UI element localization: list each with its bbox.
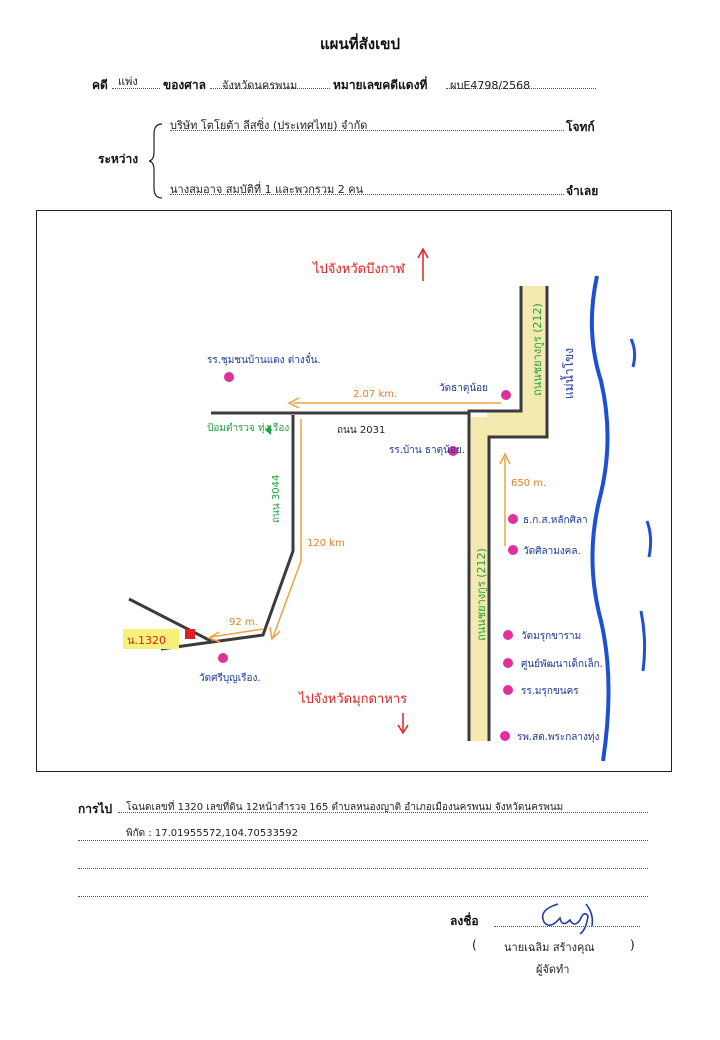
defendant-name: นางสมอาจ สมบัติที่ 1 และพวกรวม 2 คน xyxy=(170,183,364,196)
river-line xyxy=(589,275,611,762)
label-bank: ธ.ก.ส.หลักศิลา xyxy=(523,515,588,526)
arrow-120 xyxy=(272,419,302,638)
highway-west-edge xyxy=(467,286,523,741)
label-center: ศูนย์พัฒนาเด็กเล็ก. xyxy=(521,656,603,670)
signature-close-paren: ) xyxy=(630,938,635,952)
party-brace xyxy=(148,123,163,199)
dist-120: 120 km xyxy=(307,538,345,549)
label-temple-mid: วัดศิลามงคล. xyxy=(523,546,581,557)
directions-line-1: โฉนดเลขที่ 1320 เลขที่ดิน 12หน้าสำรวจ 16… xyxy=(126,802,564,813)
direction-top: ไปจังหวัดบึงกาฬ xyxy=(312,261,406,277)
label-temple-top: วัดธาตุน้อย xyxy=(439,382,488,394)
arrow-120-head xyxy=(269,626,281,641)
highway-east-edge xyxy=(487,286,549,741)
court-label: ของศาล xyxy=(163,78,206,92)
signature-label: ลงชื่อ xyxy=(450,914,479,928)
signature-role: ผู้จัดทำ xyxy=(536,963,570,976)
wave-2 xyxy=(645,520,653,558)
plaintiff-name: บริษัท โตโยต้า ลีสซิ่ง (ประเทศไทย) จำกัด xyxy=(170,119,368,132)
signature-name: นายเฉลิม สร้างคุณ xyxy=(504,941,595,954)
dotted-line-2 xyxy=(78,840,648,841)
dot-school-mid xyxy=(448,446,458,456)
defendant-line xyxy=(170,194,564,195)
dot-bank xyxy=(508,514,518,524)
case-type-line xyxy=(112,88,160,89)
case-type: แพ่ง xyxy=(118,75,138,88)
local-road xyxy=(160,415,295,651)
highway-label-top: ถนนชยางกูร (212) xyxy=(531,303,544,396)
label-school-top: รร.ชุมชนบ้านแดง ต่างจั๋น. xyxy=(207,352,321,366)
directions-label: การไป xyxy=(78,802,113,816)
arrow-92 xyxy=(210,628,264,638)
case-label: คดี xyxy=(92,78,108,92)
red-number-line xyxy=(446,88,596,89)
dist-207: 2.07 km. xyxy=(353,389,397,400)
plot-marker xyxy=(185,629,195,639)
defendant-role: จำเลย xyxy=(566,184,599,198)
dist-92: 92 m. xyxy=(229,617,258,628)
direction-top-arrow-head xyxy=(417,247,429,259)
arrow-92-head xyxy=(207,631,221,643)
label-market: ป้อมตำรวจ ทุ่งเรือง xyxy=(207,422,289,434)
dist-650: 650 m. xyxy=(511,478,546,489)
plot-highlight xyxy=(123,629,179,649)
dotted-line-4 xyxy=(78,896,648,897)
signature-open-paren: ( xyxy=(472,938,477,952)
directions-line-2: พิกัด : 17.01955572,104.70533592 xyxy=(126,828,299,839)
wave-3 xyxy=(639,610,647,672)
dot-school-2 xyxy=(503,685,513,695)
direction-bottom: ไปจังหวัดมุกดาหาร xyxy=(298,691,407,707)
dot-hospital xyxy=(500,731,510,741)
road-2031-label: ถนน 2031 xyxy=(337,425,385,436)
plaintiff-line xyxy=(170,130,564,131)
dot-temple-2 xyxy=(503,630,513,640)
map-frame: แม่น้ำโขง ถนนชยางกูร (212) ถนนชยางกูร (2… xyxy=(36,210,672,772)
direction-bottom-arrow-head xyxy=(397,724,409,735)
label-temple-bottom: วัดศรีบุญเรือง. xyxy=(199,672,261,684)
dot-school-top xyxy=(224,372,234,382)
arrow-207-head xyxy=(287,397,300,409)
court-name: จังหวัดนครพนม xyxy=(222,79,298,92)
dot-temple-mid xyxy=(508,545,518,555)
dot-temple-top xyxy=(501,390,511,400)
dotted-line-3 xyxy=(78,868,648,869)
river-label: แม่น้ำโขง xyxy=(560,348,576,399)
wave-1 xyxy=(629,338,637,368)
sketch-map: แม่น้ำโขง ถนนชยางกูร (212) ถนนชยางกูร (2… xyxy=(123,247,653,762)
market-marker xyxy=(265,425,271,435)
arrow-650-head xyxy=(499,452,511,465)
label-school-2: รร.มรุกขนคร xyxy=(521,686,579,697)
signature-line xyxy=(494,926,640,927)
red-number-label: หมายเลขคดีแดงที่ xyxy=(333,78,428,92)
plot-tag: น.1320 xyxy=(127,634,166,647)
side-road xyxy=(128,597,212,643)
court-line xyxy=(210,88,330,89)
highway-label-bottom: ถนนชยางกูร (212) xyxy=(475,548,488,641)
page-title: แผนที่สังเขป xyxy=(320,35,400,53)
dot-temple-bottom xyxy=(218,653,228,663)
dotted-line-1 xyxy=(118,812,648,813)
label-hospital: รพ.สต.พระกลางทุ่ง xyxy=(517,732,600,743)
label-temple-2: วัดมรุกขาราม xyxy=(521,631,581,642)
dot-center xyxy=(503,658,513,668)
plaintiff-role: โจทก์ xyxy=(566,120,595,134)
label-school-mid: รร.บ้าน ธาตุน้อย. xyxy=(389,444,465,456)
between-label: ระหว่าง xyxy=(98,152,139,166)
red-number: ผบE4798/2568 xyxy=(450,79,531,92)
handwritten-signature xyxy=(541,903,594,935)
local-road-label: ถนน 3044 xyxy=(271,475,282,523)
